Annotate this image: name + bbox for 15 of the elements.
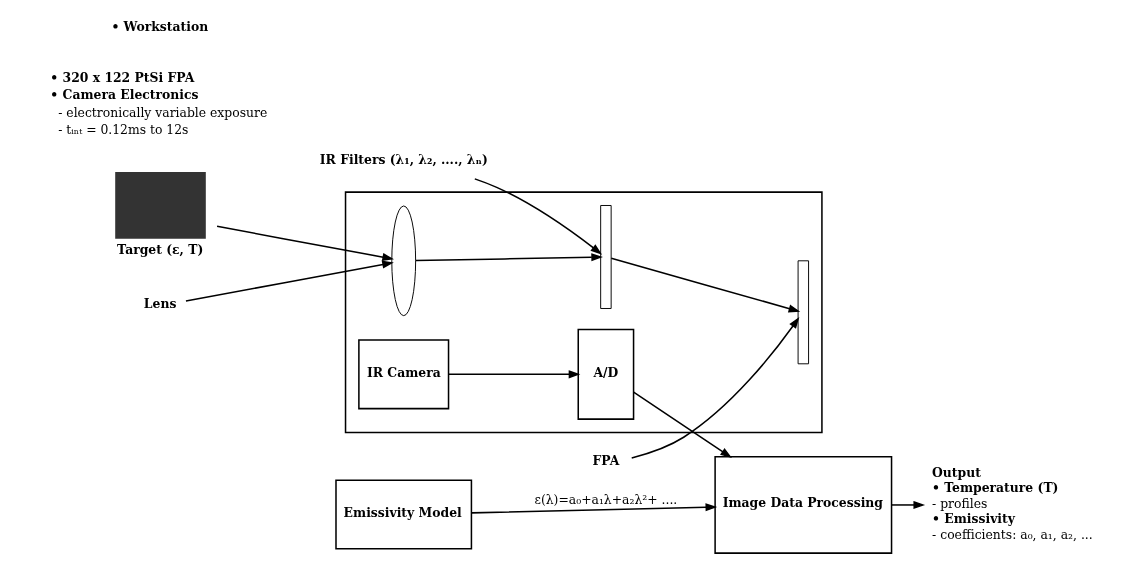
label: - tᵢₙₜ = 0.12ms to 12s bbox=[58, 122, 189, 138]
label: • Workstation bbox=[111, 19, 209, 35]
node-label: Target (ε, T) bbox=[117, 241, 204, 257]
label: • Camera Electronics bbox=[50, 87, 199, 103]
label: - electronically variable exposure bbox=[58, 105, 268, 121]
node-label: - coefficients: a₀, a₁, a₂, ... bbox=[932, 526, 1093, 542]
edge-label: ε(λ)=a₀+a₁λ+a₂λ²+ .... bbox=[534, 492, 678, 508]
node-text: Output bbox=[932, 464, 981, 480]
node-text: FPA bbox=[592, 453, 620, 469]
node-label: - profiles bbox=[932, 496, 988, 512]
node-label: • Emissivity bbox=[932, 510, 1015, 526]
node-label: • Temperature (T) bbox=[932, 479, 1059, 495]
node-text: IR Filters (λ₁, λ₂, ...., λₙ) bbox=[319, 151, 488, 167]
node-text: Lens bbox=[143, 295, 177, 311]
label: • 320 x 122 PtSi FPA bbox=[50, 69, 195, 85]
